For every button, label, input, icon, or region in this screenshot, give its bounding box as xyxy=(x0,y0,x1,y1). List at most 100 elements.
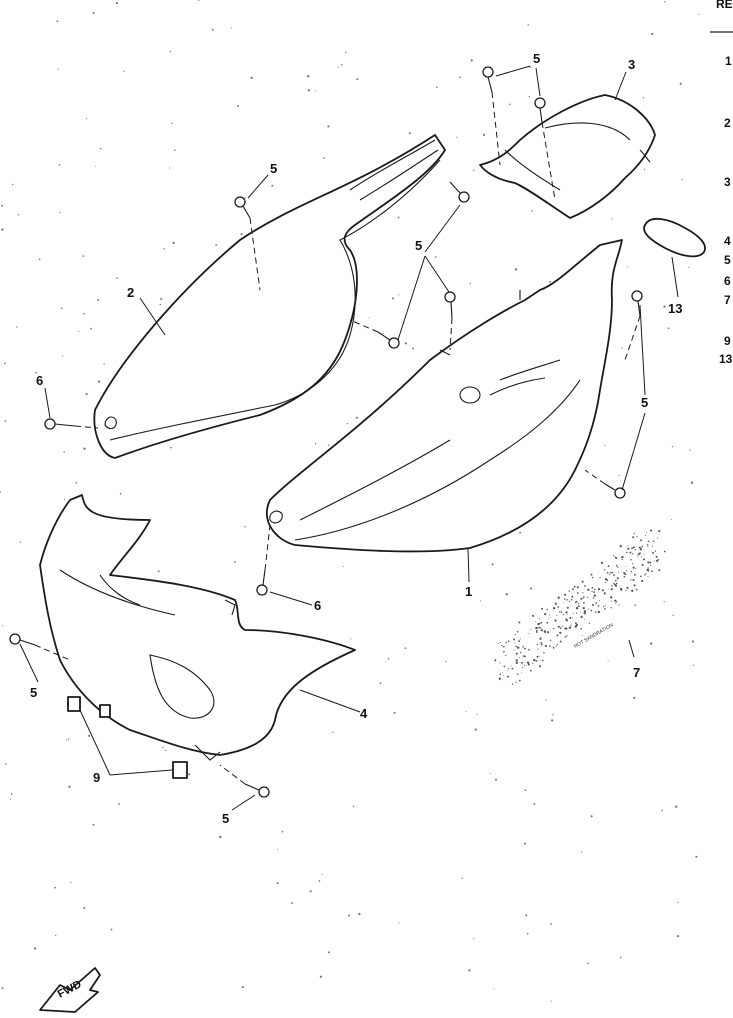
leader-lines xyxy=(19,65,679,811)
decal-speck xyxy=(610,588,613,591)
speck xyxy=(337,66,339,68)
reference-item: 13 xyxy=(719,352,733,366)
decal-speck xyxy=(554,602,558,605)
decal-speck xyxy=(552,610,554,612)
decal-speck xyxy=(538,655,540,657)
decal-speck xyxy=(537,648,539,650)
decal-speck xyxy=(569,601,571,603)
decal-speck xyxy=(550,616,552,618)
tail-cover-3 xyxy=(479,94,656,219)
decal-speck xyxy=(604,581,607,584)
decal-speck xyxy=(510,665,512,667)
decal-speck xyxy=(542,659,544,662)
decal-speck xyxy=(538,622,541,625)
speck xyxy=(607,660,609,662)
decal-speck xyxy=(583,602,585,604)
speck xyxy=(630,558,632,561)
decal-speck xyxy=(663,550,666,553)
decal-speck xyxy=(572,588,575,591)
speck xyxy=(64,499,66,501)
decal-speck xyxy=(618,604,620,606)
decal-speck xyxy=(615,602,617,604)
speck xyxy=(692,664,694,667)
decal-speck xyxy=(511,667,514,670)
decal-speck xyxy=(654,550,657,552)
speck xyxy=(459,76,462,79)
decal-speck xyxy=(607,565,610,567)
decal-speck xyxy=(522,663,524,665)
decal-speck xyxy=(532,663,534,665)
speck xyxy=(244,197,246,199)
speck xyxy=(434,256,437,258)
decal-speck xyxy=(536,655,539,658)
decal-speck xyxy=(557,625,560,628)
callout-5-bottom: 5 xyxy=(222,811,229,826)
decal-speck xyxy=(564,593,567,596)
speck xyxy=(524,789,527,792)
reference-item: 7 xyxy=(724,293,731,307)
decal-speck xyxy=(530,669,532,672)
decal-speck xyxy=(615,582,618,585)
speck xyxy=(1,987,4,990)
decal-speck xyxy=(591,586,594,589)
speck xyxy=(621,347,623,349)
decal-speck xyxy=(597,588,601,591)
decal-speck xyxy=(641,563,644,566)
decal-speck xyxy=(614,556,617,559)
speck xyxy=(59,212,61,214)
decal-speck xyxy=(533,658,536,662)
speck xyxy=(345,51,347,54)
decal-speck xyxy=(516,662,518,664)
decal-speck xyxy=(650,529,653,532)
decal-speck xyxy=(610,572,612,574)
decal-speck xyxy=(634,549,637,551)
decal-speck xyxy=(566,606,569,609)
speck xyxy=(170,122,173,125)
decal-speck xyxy=(603,605,605,608)
speck xyxy=(404,342,407,345)
decal-speck xyxy=(538,626,541,629)
speck xyxy=(16,326,18,328)
speck xyxy=(276,848,279,850)
speck xyxy=(327,125,330,128)
decal-speck xyxy=(615,564,618,567)
decal-speck xyxy=(580,597,583,600)
speck xyxy=(676,935,680,938)
decal-speck xyxy=(503,650,505,653)
decal-speck xyxy=(535,660,538,662)
decal-speck xyxy=(604,578,608,581)
speck xyxy=(1,204,3,207)
decal-speck xyxy=(647,567,649,569)
speck xyxy=(3,362,6,365)
decal-speck xyxy=(580,611,581,613)
decal-speck xyxy=(521,672,522,673)
decal-speck xyxy=(594,588,596,591)
decal-speck xyxy=(503,665,506,668)
decal-speck xyxy=(575,623,579,627)
decal-speck xyxy=(570,598,573,601)
speck xyxy=(159,303,161,306)
decal-speck xyxy=(499,641,501,644)
speck xyxy=(19,541,21,543)
speck xyxy=(379,682,382,685)
decal-speck xyxy=(630,570,632,573)
decal-speck xyxy=(524,647,527,650)
decal-speck xyxy=(658,569,661,572)
speck xyxy=(698,13,700,15)
decal-speck xyxy=(625,589,627,592)
reference-item: 3 xyxy=(724,175,731,189)
screw-icon xyxy=(444,291,456,319)
decal-speck xyxy=(627,545,629,547)
decal-speck xyxy=(627,547,630,550)
speck xyxy=(97,380,101,383)
speck xyxy=(97,299,100,301)
speck xyxy=(241,986,244,989)
decal-speck xyxy=(647,575,649,578)
speck xyxy=(533,802,536,805)
decal-speck xyxy=(646,532,648,534)
decal-speck xyxy=(581,635,583,637)
decal-speck xyxy=(566,611,568,613)
speck xyxy=(63,451,65,453)
decal-speck xyxy=(565,636,567,637)
decal-speck xyxy=(651,570,653,573)
